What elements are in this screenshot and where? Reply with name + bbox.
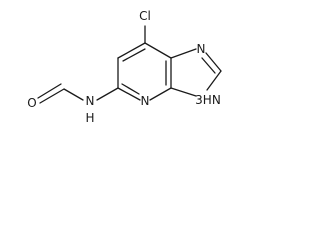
bond-c2-n3 [206, 70, 222, 91]
chlorine-atom-label: Cl [139, 9, 151, 23]
bond-n1-c2-double [201, 57, 216, 74]
bond-n4-c5 [117, 87, 141, 101]
pyridine-n4-label: N [141, 94, 150, 108]
bond-nh-cho [63, 88, 84, 101]
bond-n1-c2 [205, 52, 222, 72]
bond-n4-c5-double [121, 83, 140, 95]
bond-c7a-n1 [170, 48, 197, 59]
bond-n3-c3a [170, 87, 197, 97]
bond-c-o [39, 88, 65, 104]
imidazole-nh-hydrogen-label: 3H [195, 93, 212, 107]
imidazole-nh-nitrogen-label: N [212, 93, 221, 107]
bond-c5-nh [96, 87, 119, 101]
amide-h-label: H [85, 111, 94, 125]
imidazole-n1-label: N [197, 42, 206, 56]
bond-c6-c7 [117, 42, 146, 59]
chemical-structure-diagram: Cl N N 3HN N H O [27, 9, 222, 125]
imidazole-nh-label: 3HN [195, 93, 221, 107]
amide-n-label: N [86, 94, 95, 108]
bond-c6-c7-double [122, 48, 146, 62]
bond-c3a-n4 [149, 87, 172, 101]
bond-c-o-double [37, 83, 62, 99]
bond-c7-c7a [144, 42, 172, 59]
carbonyl-o-label: O [27, 96, 36, 110]
